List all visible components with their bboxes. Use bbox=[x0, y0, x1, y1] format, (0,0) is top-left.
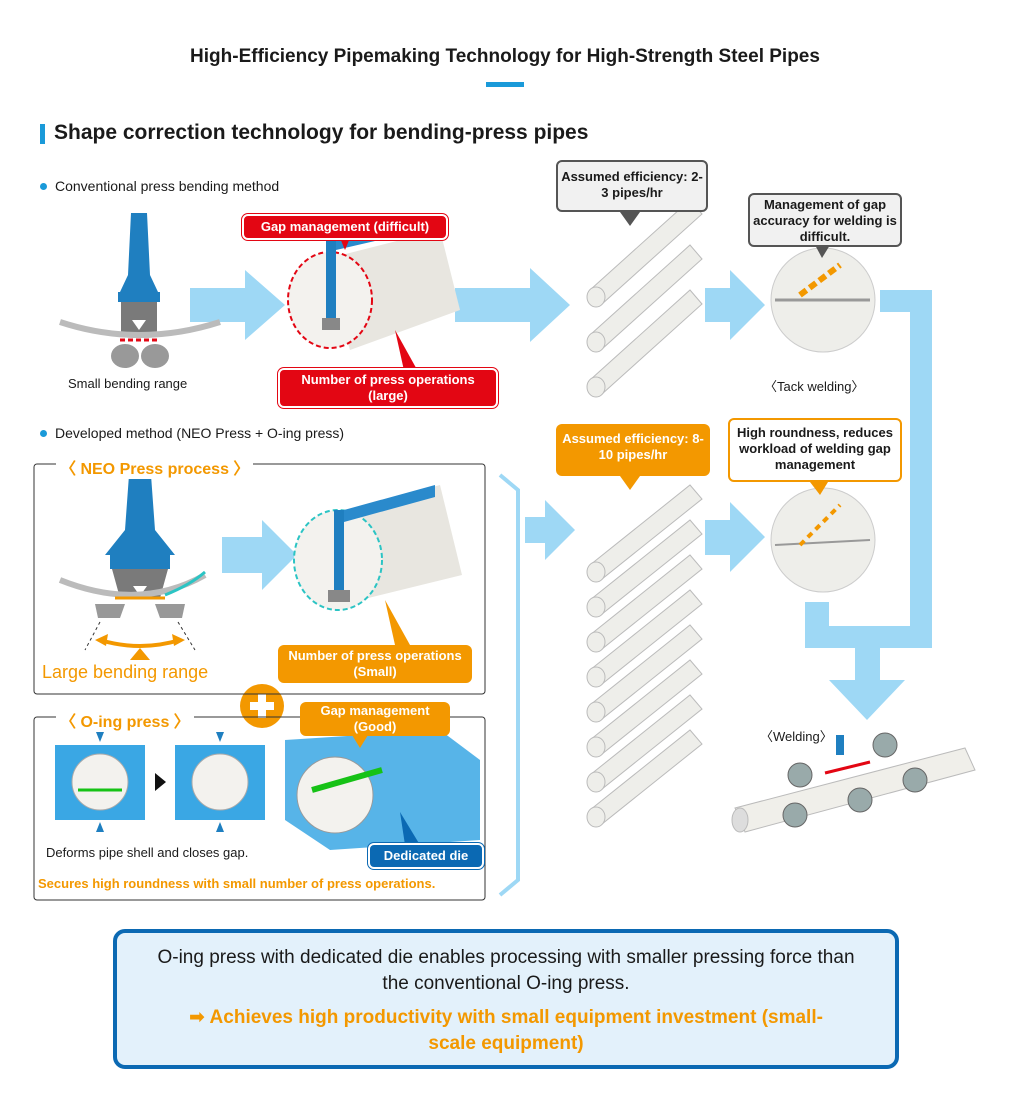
summary-result: ➡ Achieves high productivity with small … bbox=[189, 1007, 823, 1054]
deforms-note: Deforms pipe shell and closes gap. bbox=[46, 845, 249, 860]
flow-arrows bbox=[190, 268, 932, 720]
developed-welding-image bbox=[770, 487, 876, 593]
conventional-pipe bbox=[287, 216, 460, 350]
neo-press-label: 〈 NEO Press process 〉 bbox=[56, 455, 254, 479]
page-title: High-Efficiency Pipemaking Technology fo… bbox=[190, 46, 820, 67]
dedicated-die-callout: Dedicated die bbox=[368, 843, 484, 869]
secures-roundness-note: Secures high roundness with small number… bbox=[38, 876, 436, 891]
press-operations-small-callout: Number of press operations (Small) bbox=[278, 645, 472, 683]
section-title: Shape correction technology for bending-… bbox=[54, 121, 589, 144]
neo-pipe bbox=[293, 485, 462, 611]
developed-efficiency-callout: Assumed efficiency: 8-10 pipes/hr bbox=[556, 424, 710, 476]
welding-label: 〈Welding〉 bbox=[760, 729, 833, 744]
developed-heading: Developed method (NEO Press + O-ing pres… bbox=[40, 425, 344, 441]
tack-welding-label: 〈Tack welding〉 bbox=[764, 379, 865, 394]
oing-press-label: 〈 O-ing press 〉 bbox=[56, 708, 194, 732]
summary-box: O-ing press with dedicated die enables p… bbox=[113, 929, 899, 1069]
plus-icon bbox=[240, 684, 284, 728]
small-bending-range-label: Small bending range bbox=[68, 376, 188, 391]
bullet-dot bbox=[40, 429, 47, 437]
welding-image bbox=[731, 732, 976, 833]
conventional-efficiency-callout: Assumed efficiency: 2-3 pipes/hr bbox=[556, 160, 708, 212]
gap-management-difficult-callout: Gap management (difficult) bbox=[242, 214, 448, 240]
conventional-heading: Conventional press bending method bbox=[40, 178, 279, 194]
section-marker bbox=[40, 124, 45, 144]
gap-management-good-callout: Gap management (Good) bbox=[300, 702, 450, 736]
neo-press bbox=[58, 475, 207, 660]
large-bending-range-label: Large bending range bbox=[42, 662, 209, 682]
dedicated-die-box bbox=[285, 730, 480, 850]
summary-main-text: O-ing press with dedicated die enables p… bbox=[157, 947, 855, 994]
conventional-press bbox=[59, 213, 221, 368]
high-roundness-callout: High roundness, reduces workload of weld… bbox=[728, 418, 902, 482]
developed-pipes bbox=[586, 484, 703, 828]
gap-accuracy-callout: Management of gap accuracy for welding i… bbox=[748, 193, 902, 247]
conventional-pipes bbox=[586, 199, 703, 398]
title-underline bbox=[486, 82, 524, 87]
bullet-dot bbox=[40, 182, 47, 190]
tack-welding-image bbox=[770, 247, 876, 353]
press-operations-large-callout: Number of press operations (large) bbox=[278, 368, 498, 408]
right-arrow-icon: ➡ bbox=[189, 1007, 205, 1028]
oing-steps bbox=[55, 732, 265, 832]
